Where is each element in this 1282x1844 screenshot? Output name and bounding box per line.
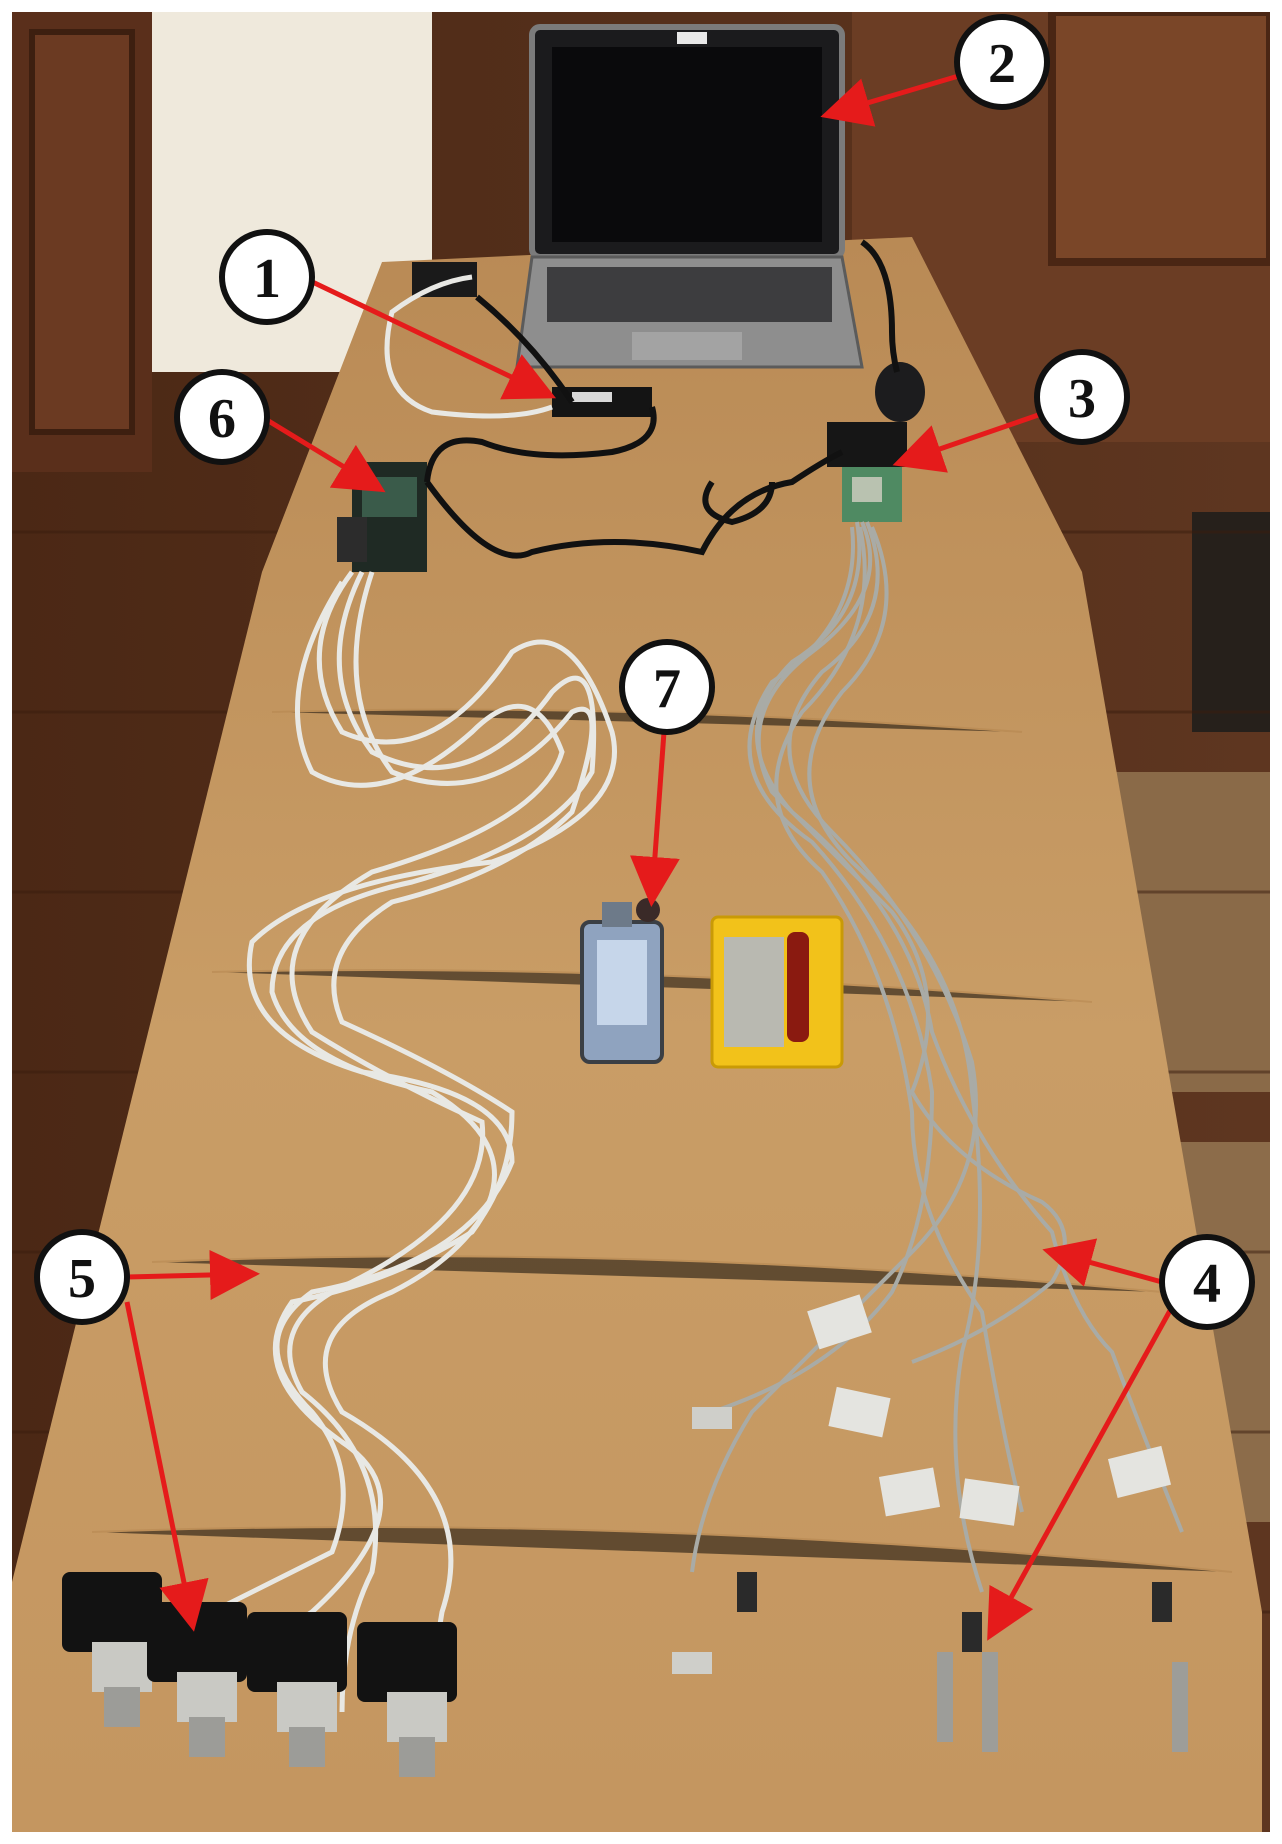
callout-4-label: 4 xyxy=(1193,1253,1221,1315)
photo-scene: 1 2 3 4 5 6 7 xyxy=(12,12,1270,1832)
usb-cable xyxy=(384,274,553,419)
callout-2: 2 xyxy=(954,14,1050,110)
tool-case xyxy=(710,915,844,1069)
callout-1-label: 1 xyxy=(253,248,281,310)
callout-1: 1 xyxy=(219,229,315,325)
white-cables xyxy=(130,570,617,1713)
callout-5-label: 5 xyxy=(68,1248,96,1310)
callout-2-label: 2 xyxy=(988,33,1016,95)
laptop xyxy=(515,24,864,369)
callout-4: 4 xyxy=(1159,1234,1255,1330)
callout-5: 5 xyxy=(34,1229,130,1325)
grey-cables xyxy=(690,521,1184,1593)
black-cables xyxy=(424,239,900,559)
callout-6-label: 6 xyxy=(208,388,236,450)
cabinet xyxy=(1192,512,1270,732)
callout-3-label: 3 xyxy=(1068,368,1096,430)
callout-3: 3 xyxy=(1034,349,1130,445)
callout-7: 7 xyxy=(619,639,715,735)
mouse xyxy=(875,362,925,422)
photo-frame: 1 2 3 4 5 6 7 xyxy=(12,12,1270,1832)
temperature-sensors xyxy=(672,1294,1188,1752)
callout-6: 6 xyxy=(174,369,270,465)
pressure-sensors xyxy=(62,1572,457,1777)
device-7-phone xyxy=(580,898,664,1064)
callout-arrows xyxy=(124,69,1175,1641)
callout-7-label: 7 xyxy=(653,658,681,720)
